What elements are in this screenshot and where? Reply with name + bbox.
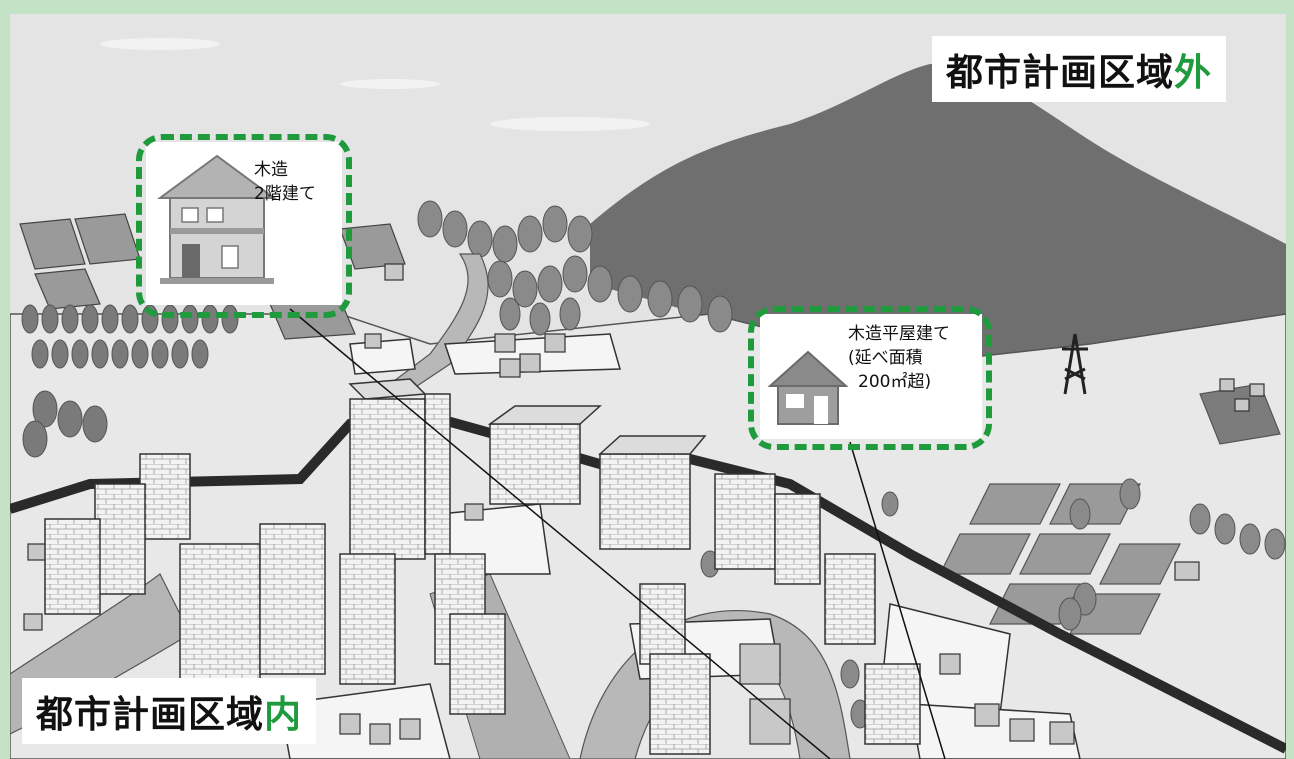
inside-label-main: 都市計画区域 (36, 693, 264, 736)
cloud (340, 79, 440, 89)
two-story-label-line1: 木造 (254, 160, 288, 180)
cloud (100, 38, 220, 50)
callout-one-story: 木造平屋建て (延べ面積 200㎡超) (748, 306, 992, 450)
inside-label-accent: 内 (264, 693, 302, 736)
one-story-label-line2: (延べ面積 (848, 348, 923, 368)
outside-city-planning-area-label: 都市計画区域外 (932, 36, 1226, 102)
apartment-buildings (44, 378, 921, 755)
city-planning-scene: 木造 2階建て 木造平屋建て (延べ面積 200㎡超) 都市計画区域外 都市 (10, 14, 1286, 759)
one-story-label-line1: 木造平屋建て (848, 324, 950, 344)
outside-label-main: 都市計画区域 (946, 51, 1174, 94)
mountain (590, 63, 1286, 374)
callout-two-story: 木造 2階建て (136, 134, 352, 318)
two-story-label-line2: 2階建て (254, 184, 316, 204)
one-story-label-line3: 200㎡超) (858, 372, 932, 392)
one-story-house-icon (768, 350, 848, 425)
inside-city-planning-area-label: 都市計画区域内 (22, 678, 316, 744)
outside-label-accent: 外 (1174, 51, 1212, 94)
transmission-tower-icon (1062, 333, 1088, 395)
pointer-line-one-story (849, 441, 946, 759)
pointer-line-two-story (289, 308, 831, 759)
scene-illustration (10, 14, 1286, 759)
two-story-house-icon (156, 154, 278, 284)
fields-right (939, 383, 1281, 635)
small-houses (23, 263, 1265, 745)
forest (417, 200, 733, 336)
cloud (490, 117, 650, 131)
